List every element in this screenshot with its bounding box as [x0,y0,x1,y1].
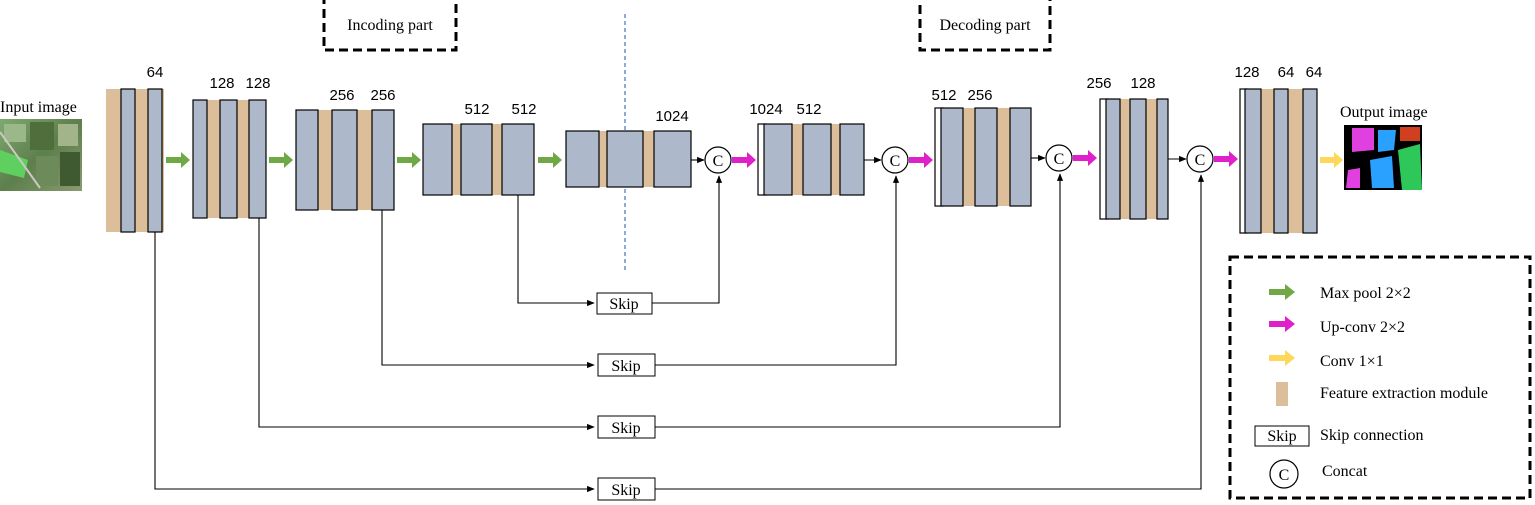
legend-conv-label: Conv 1×1 [1320,353,1384,370]
enc4-channel-label-2: 512 [511,101,536,118]
enc3-channel-label-1: 256 [329,87,354,104]
input-image-label: Input image [0,99,77,116]
dec2-channel-label-1: 256 [1086,75,1111,92]
enc4-channel-label-1: 512 [464,101,489,118]
skip-box-label: Skip [609,296,638,313]
skip-box-label: Skip [611,420,640,437]
output-image-label: Output image [1340,104,1428,121]
legend-skip-label: Skip connection [1320,427,1424,444]
skip-connection-4: Skip [517,175,723,315]
upconv-arrow-2 [909,152,933,168]
upconv-arrow-3 [1073,150,1097,166]
legend-item-concat: C Concat [1269,459,1368,489]
encoding-title: Incoding part [322,0,458,52]
legend-concat-symbol: C [1279,467,1290,484]
encoder-stage-1: 64 [106,64,164,233]
maxpool-arrow-4 [538,152,562,168]
bottleneck-stage: 1024 [565,108,692,188]
legend-skip-box-text: Skip [1267,428,1296,445]
legend-item-upconv: Up-conv 2×2 [1269,316,1405,336]
bottleneck-channel-label: 1024 [655,108,688,125]
concat-legend-circle [1269,459,1299,489]
concat-symbol: C [1195,152,1206,169]
enc2-channel-label-1: 128 [209,75,234,92]
legend-item-conv: Conv 1×1 [1269,350,1384,370]
skip-box-label: Skip [611,482,640,499]
feature-legend-swatch [1276,382,1288,406]
legend: Max pool 2×2 Up-conv 2×2 Conv 1×1 Featur… [1228,255,1532,500]
decoder-stage-4: 1024 512 [749,101,865,196]
maxpool-legend-arrow [1269,284,1295,300]
skip-connection-2: Skip [258,173,1064,439]
decoder-stage-3: 512 256 [931,87,1032,207]
concat-node-1: C [1168,145,1214,173]
maxpool-arrow-1 [166,152,190,168]
upconv-legend-arrow [1269,316,1295,332]
decoder-stage-1: 128 64 64 [1234,64,1323,234]
dec4-channel-label-1: 1024 [749,101,782,118]
enc1-channel-label: 64 [147,64,164,81]
encoder-stage-4: 512 512 [422,101,537,196]
skip-connection-3: Skip [381,175,900,377]
conv1x1-arrow [1320,152,1343,168]
legend-item-maxpool: Max pool 2×2 [1269,284,1411,302]
encoder-stage-2: 128 128 [192,75,271,219]
dec1-channel-label-2: 64 [1278,64,1295,81]
enc3-channel-label-2: 256 [370,87,395,104]
legend-maxpool-label: Max pool 2×2 [1320,285,1411,302]
concat-symbol: C [713,153,724,170]
dec1-channel-label-3: 64 [1306,64,1323,81]
encoder-stage-3: 256 256 [295,87,396,211]
skip-legend-box [1254,425,1310,447]
input-image-thumbnail [0,119,82,191]
enc2-channel-label-2: 128 [245,75,270,92]
legend-upconv-label: Up-conv 2×2 [1320,319,1405,336]
maxpool-arrow-3 [397,152,421,168]
legend-concat-label: Concat [1322,463,1368,480]
encoding-title-text: Incoding part [347,17,433,34]
decoding-title-text: Decoding part [939,17,1031,34]
legend-item-skip: Skip Skip connection [1254,425,1424,447]
dec3-channel-label-1: 512 [931,87,956,104]
upconv-arrow-1 [732,152,756,168]
skip-connection-1: Skip [154,174,1205,501]
output-image-thumbnail [1344,125,1422,190]
dec3-channel-label-2: 256 [967,87,992,104]
dec2-channel-label-2: 128 [1130,75,1155,92]
legend-item-feature: Feature extraction module [1276,382,1488,406]
dec4-channel-label-2: 512 [796,101,821,118]
upconv-arrow-4 [1214,151,1238,167]
concat-symbol: C [1054,151,1065,168]
concat-symbol: C [890,153,901,170]
dec1-channel-label-1: 128 [1234,64,1259,81]
maxpool-arrow-2 [269,152,293,168]
decoder-stage-2: 256 128 [1086,75,1169,220]
concat-node-3: C [864,146,909,174]
decoding-title: Decoding part [918,0,1052,52]
skip-box-label: Skip [611,358,640,375]
concat-node-2: C [1031,144,1073,172]
legend-feature-label: Feature extraction module [1320,385,1488,402]
conv-legend-arrow [1269,350,1295,366]
concat-node-4: C [691,146,732,174]
